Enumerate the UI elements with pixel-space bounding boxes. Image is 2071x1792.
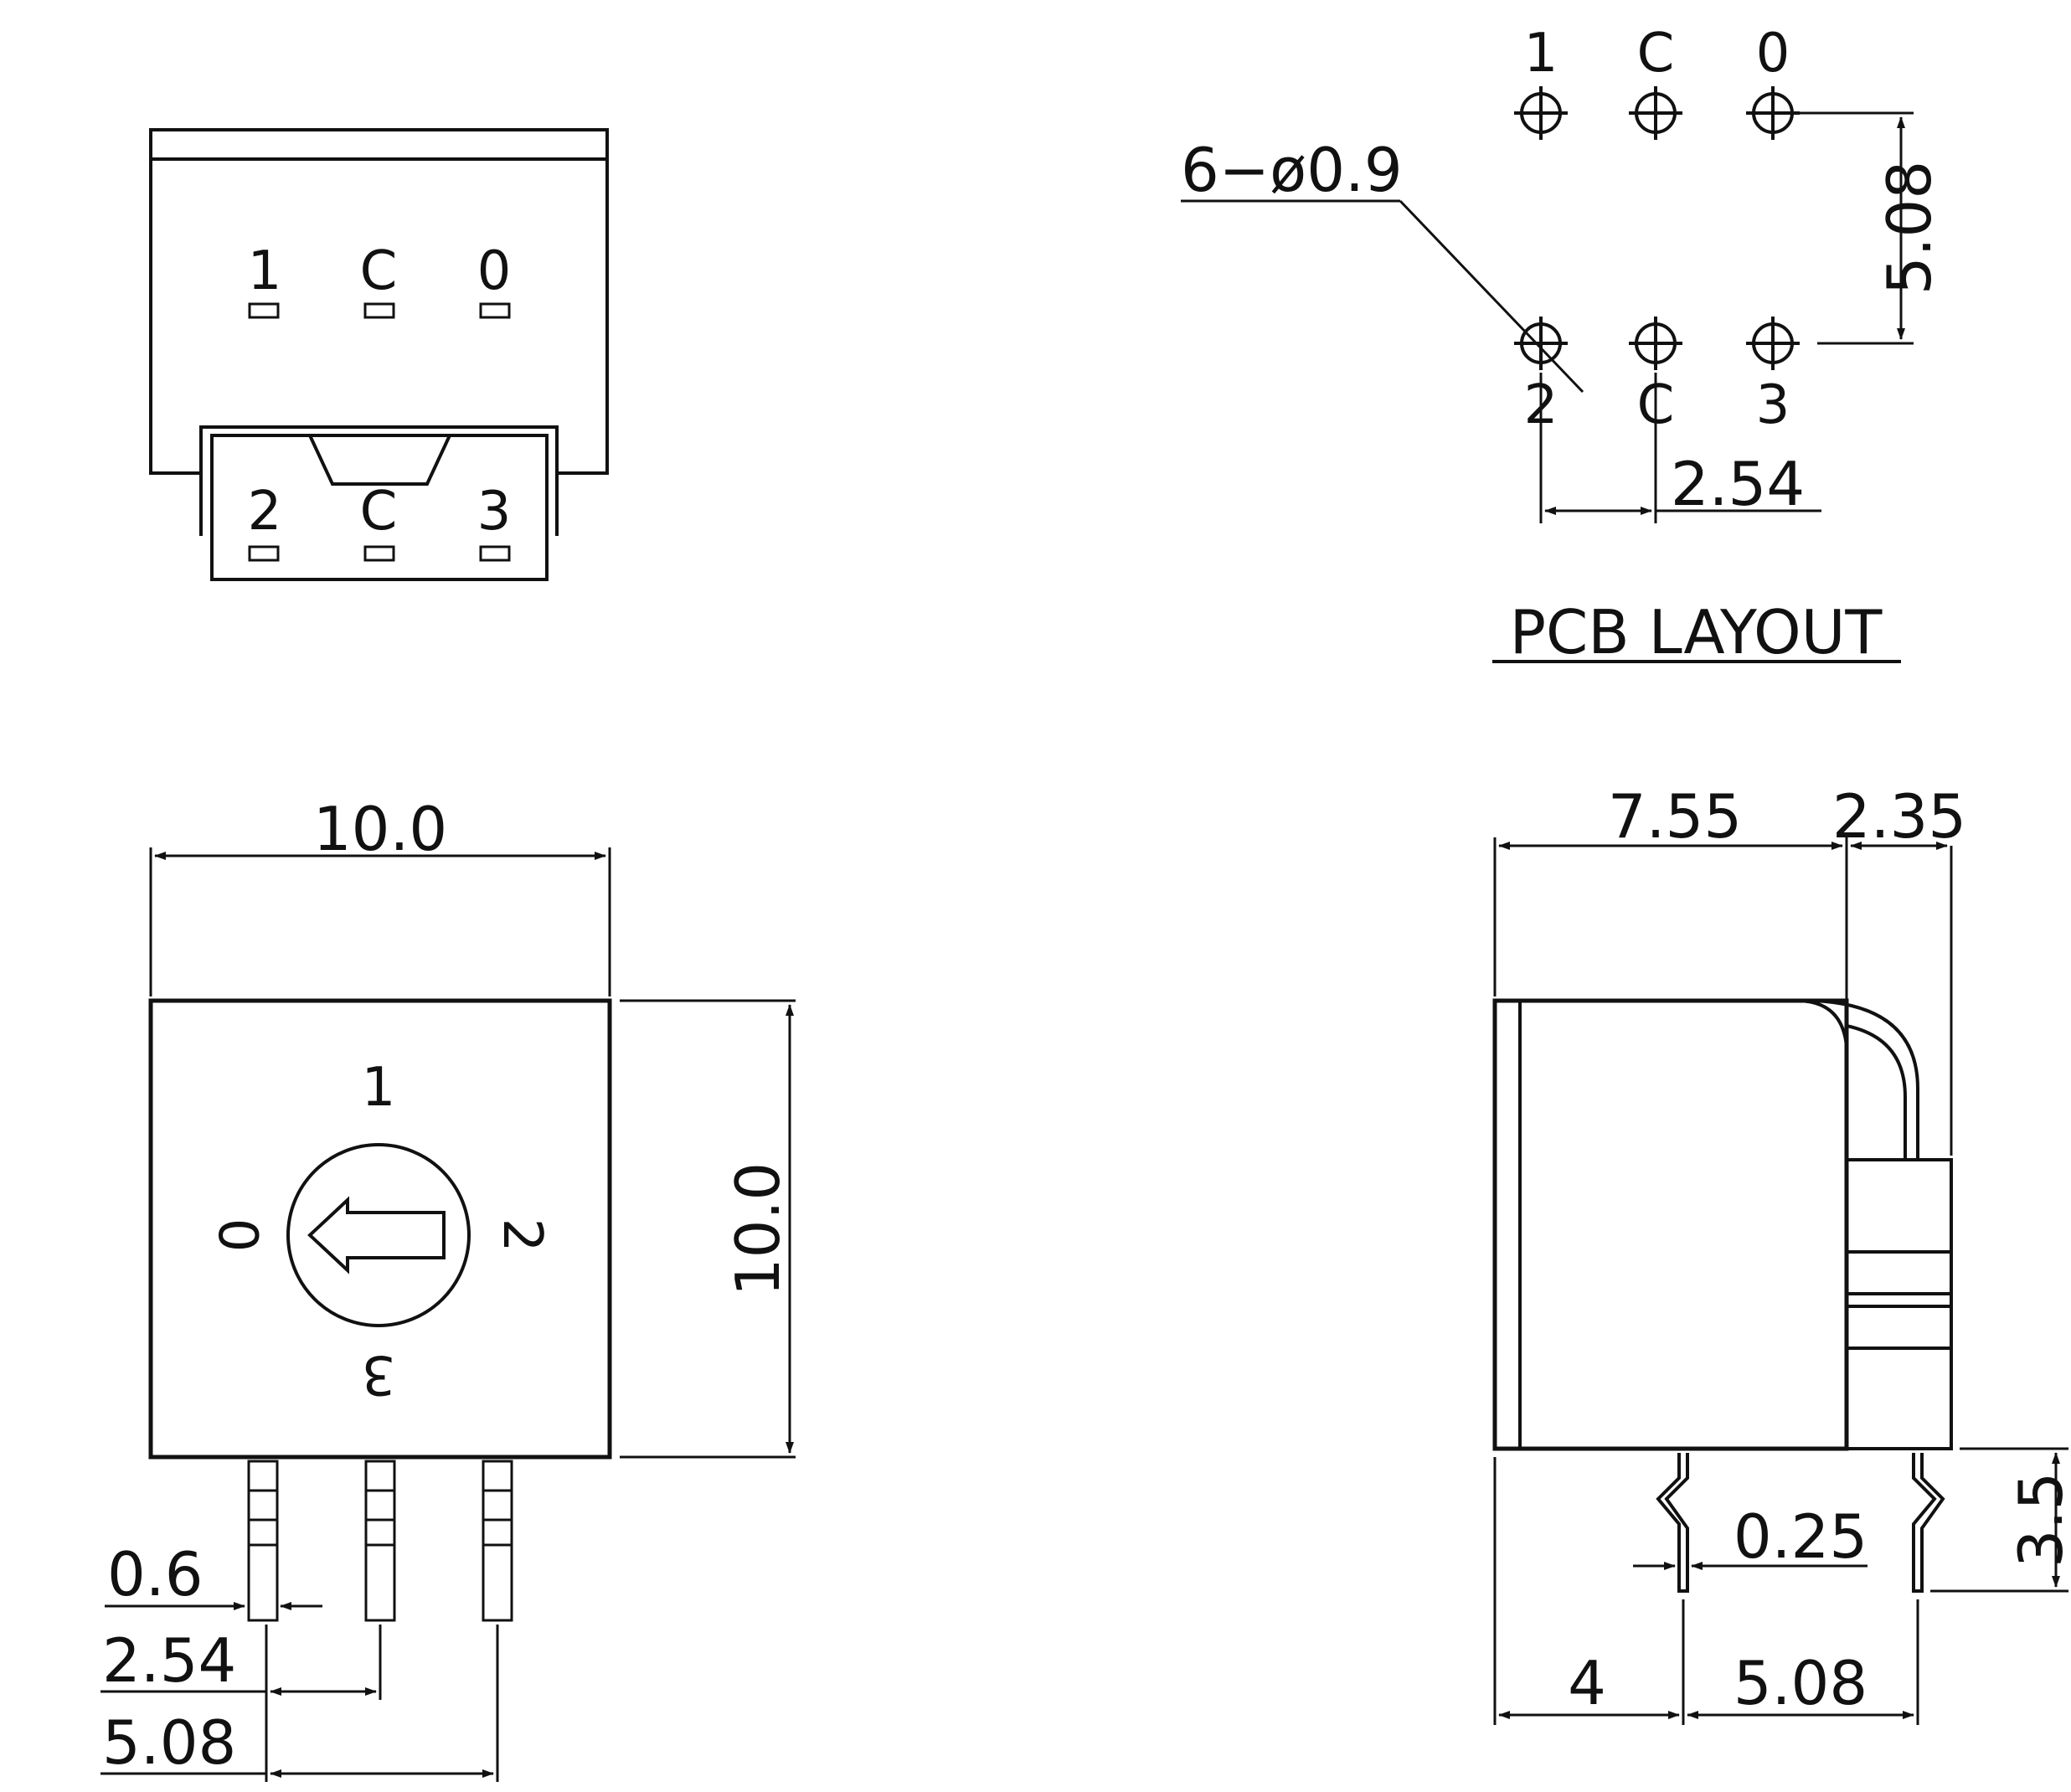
top-pin-label: C: [360, 481, 398, 543]
dim-lead-spacing: 5.08: [1734, 1648, 1868, 1718]
front-pin: [364, 1460, 396, 1622]
top-pin-label: 1: [248, 240, 282, 302]
front-pin: [482, 1460, 513, 1622]
actuator-curve: [1795, 999, 1848, 1048]
hole-note-leader: [1399, 199, 1584, 394]
dim-pin-span: 5.08: [102, 1707, 236, 1778]
pcb-pin-label: 0: [1756, 23, 1790, 85]
top-pin-label: 3: [477, 481, 512, 543]
dim-actuator: 2.35: [1832, 781, 1966, 852]
side-view: 7.55 2.35 0.25 3.5 4 5.08: [1492, 781, 2071, 1725]
pcb-pin-label: C: [1637, 23, 1675, 85]
top-pin-label: 2: [248, 481, 282, 543]
dial-position-label: 3: [362, 1343, 396, 1405]
top-pin-pad: [248, 545, 280, 562]
arrow-icon: [307, 1196, 446, 1274]
top-pin-label: 0: [477, 240, 512, 302]
pcb-hole: [1629, 317, 1682, 370]
dim-pin-pitch: 2.54: [102, 1625, 236, 1696]
actuator-outer-curve: [1812, 999, 1919, 1160]
dial-position-label: 0: [206, 1218, 268, 1253]
dim-lead-thickness: 0.25: [1734, 1501, 1868, 1572]
actuator-block: [1845, 1158, 1953, 1450]
front-body-outline: [148, 998, 612, 1460]
side-body-outline: [1492, 998, 1849, 1451]
pcb-pin-label: 1: [1524, 23, 1558, 85]
dial-position-label: 1: [362, 1057, 396, 1119]
actuator-inner-curve: [1846, 1024, 1907, 1160]
pcb-hole: [1746, 317, 1800, 370]
dial-position-label: 2: [491, 1218, 553, 1253]
top-pin-label: C: [360, 240, 398, 302]
dim-row-spacing: 5.08: [1874, 161, 1945, 295]
pcb-hole: [1514, 86, 1568, 140]
top-pin-pad: [479, 545, 511, 562]
pcb-pin-label: 3: [1756, 374, 1790, 436]
dim-body-depth: 7.55: [1608, 781, 1742, 852]
dim-height: 10.0: [723, 1162, 793, 1296]
front-view: 10.0 10.0 1 0 2 3: [100, 794, 796, 1782]
hole-note: 6−ø0.9: [1181, 135, 1403, 205]
top-pin-pad: [479, 302, 511, 319]
top-pin-pad: [363, 302, 395, 319]
dim-width: 10.0: [313, 794, 447, 864]
side-lead: [1912, 1453, 1945, 1593]
top-pin-pad: [363, 545, 395, 562]
top-lower-block: [199, 425, 559, 536]
pcb-hole: [1629, 86, 1682, 140]
dim-pitch: 2.54: [1671, 449, 1805, 519]
rotary-dial: [286, 1143, 471, 1327]
top-notch: [308, 435, 451, 486]
pcb-layout-title: PCB LAYOUT: [1510, 597, 1883, 667]
pcb-hole: [1514, 317, 1568, 370]
top-pin-pad: [248, 302, 280, 319]
pcb-layout: 1 C 0 2 C 3 6−ø0.9 5.08 2.54 PCB LAYOUT: [1181, 23, 1945, 667]
front-pin: [247, 1460, 279, 1622]
dim-lead-offset: 4: [1568, 1648, 1606, 1718]
side-lead: [1656, 1453, 1689, 1593]
top-view: 1 C 0 2 C 3: [149, 128, 609, 581]
dim-pin-width: 0.6: [107, 1539, 203, 1609]
pcb-hole: [1746, 86, 1800, 140]
top-lower-base: [210, 434, 549, 581]
dim-lead-length: 3.5: [2006, 1472, 2071, 1568]
